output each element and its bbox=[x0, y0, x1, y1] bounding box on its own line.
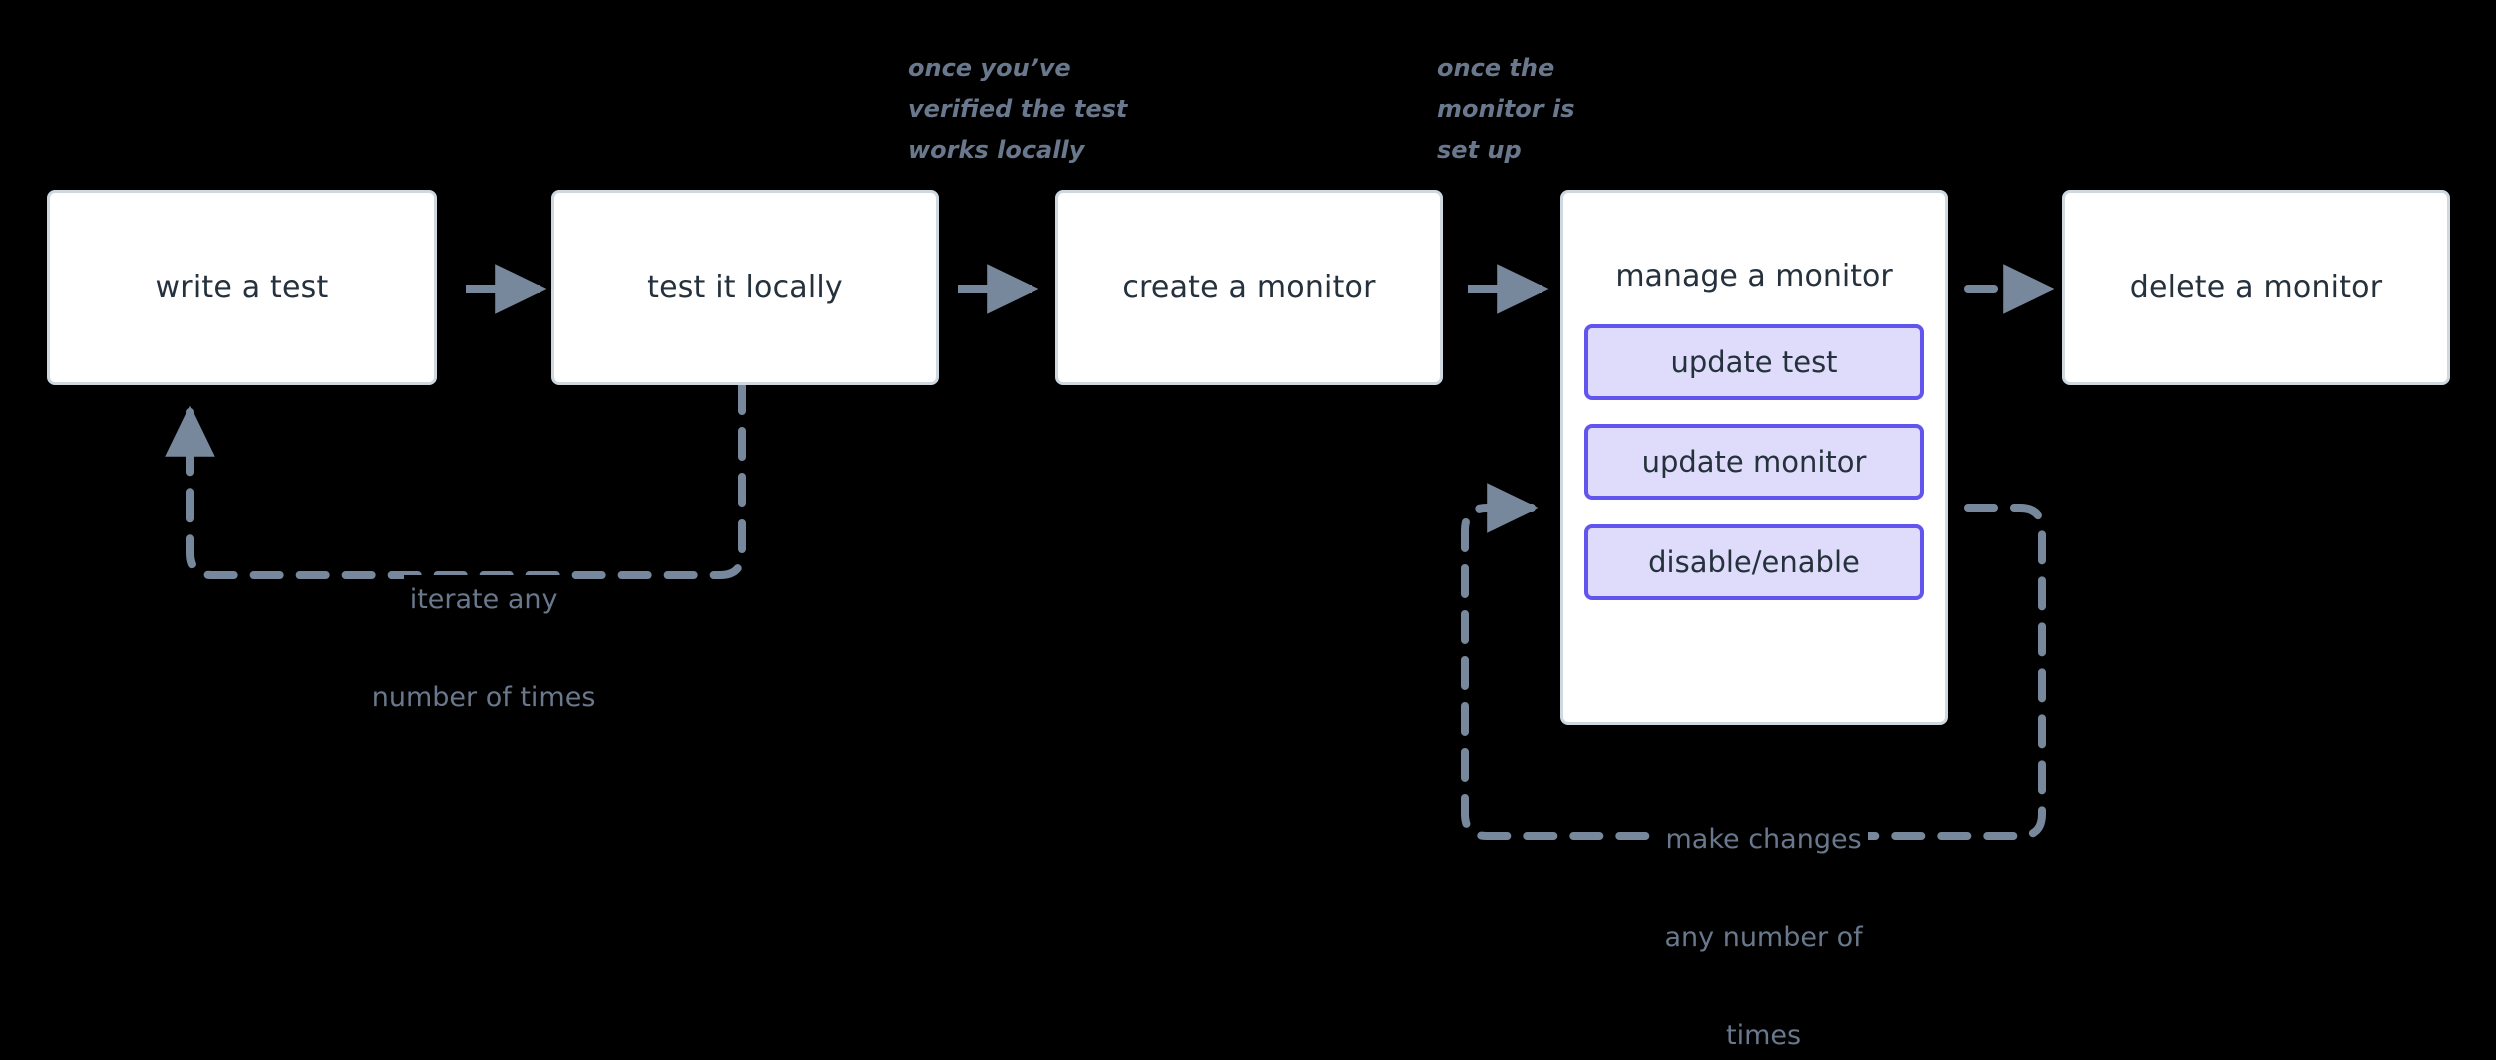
subnode-update-test[interactable]: update test bbox=[1584, 324, 1924, 400]
subnode-label-disable-enable: disable/enable bbox=[1648, 545, 1860, 579]
subnode-update-monitor[interactable]: update monitor bbox=[1584, 424, 1924, 500]
node-label-delete-a-monitor: delete a monitor bbox=[2129, 270, 2383, 305]
node-manage-a-monitor[interactable]: manage a monitor update test update moni… bbox=[1560, 190, 1948, 725]
loop-label-iterate-line2: number of times bbox=[365, 673, 602, 722]
connector-layer bbox=[165, 264, 2055, 840]
node-label-test-it-locally: test it locally bbox=[647, 270, 843, 305]
node-label-manage-a-monitor: manage a monitor bbox=[1615, 259, 1893, 294]
node-label-write-a-test: write a test bbox=[155, 270, 329, 305]
node-create-a-monitor[interactable]: create a monitor bbox=[1055, 190, 1443, 385]
annotation-once-monitor-set-up: once the monitor is set up bbox=[1437, 54, 1575, 164]
node-label-create-a-monitor: create a monitor bbox=[1122, 270, 1376, 305]
loop-label-iterate-line1: iterate any bbox=[403, 575, 564, 624]
node-test-it-locally[interactable]: test it locally bbox=[551, 190, 939, 385]
loop-label-iterate: iterate any number of times bbox=[325, 526, 625, 722]
subnode-label-update-monitor: update monitor bbox=[1641, 445, 1867, 479]
loop-label-make-changes-line2: any number of bbox=[1658, 913, 1869, 962]
annotation-once-verified: once you’ve verified the test works loca… bbox=[908, 54, 1128, 164]
loop-label-make-changes: make changes any number of times bbox=[1600, 766, 1910, 1060]
subnode-label-update-test: update test bbox=[1670, 345, 1838, 379]
loop-label-make-changes-line3: times bbox=[1720, 1011, 1808, 1060]
subnode-disable-enable[interactable]: disable/enable bbox=[1584, 524, 1924, 600]
node-write-a-test[interactable]: write a test bbox=[47, 190, 437, 385]
loop-label-make-changes-line1: make changes bbox=[1659, 815, 1868, 864]
node-delete-a-monitor[interactable]: delete a monitor bbox=[2062, 190, 2450, 385]
